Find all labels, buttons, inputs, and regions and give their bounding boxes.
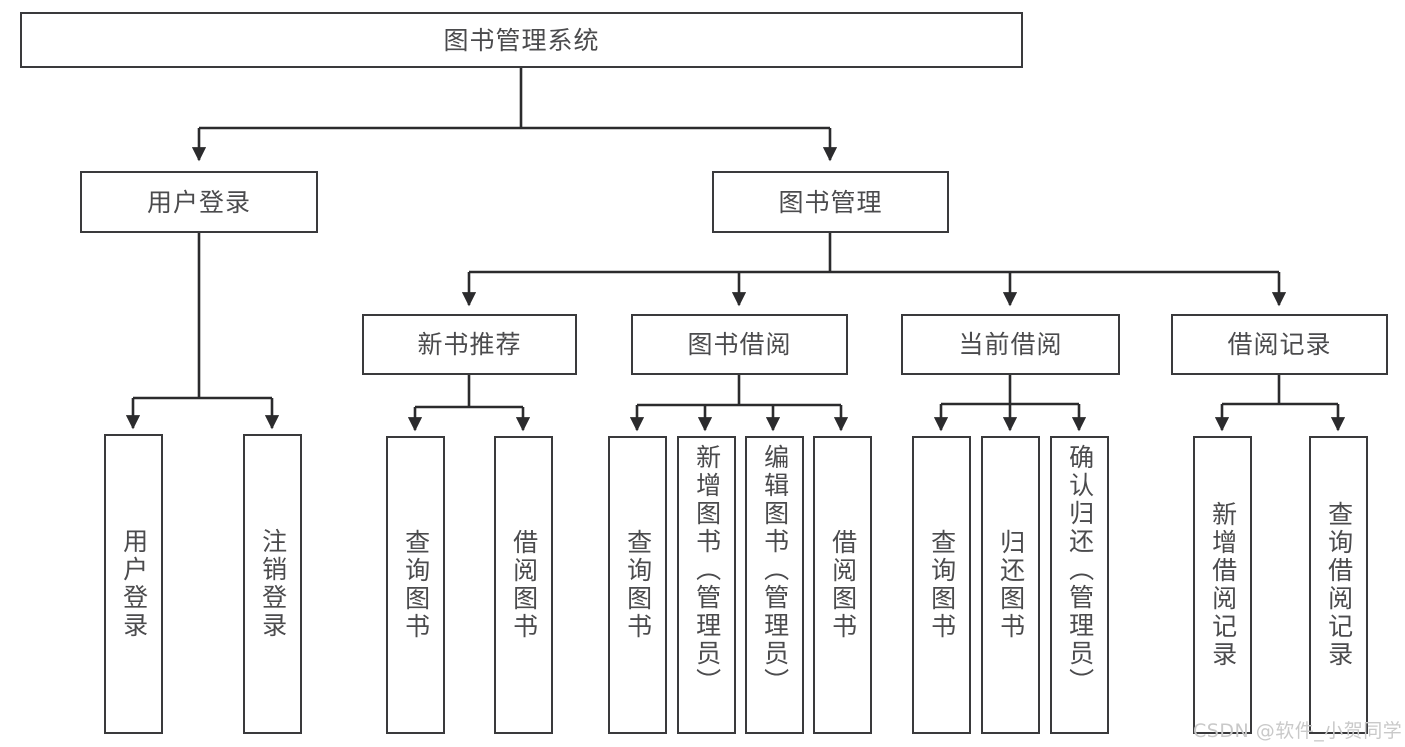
- node-label: 图书管理系统: [443, 25, 600, 55]
- node-borrow-record[interactable]: 借阅记录: [1171, 314, 1388, 375]
- node-user-login[interactable]: 用户登录: [80, 171, 318, 233]
- node-label: 归还图书: [996, 529, 1026, 641]
- leaf-query-book-borrow[interactable]: 查询图书: [608, 436, 667, 734]
- node-label: 借阅记录: [1227, 330, 1332, 359]
- node-book-management[interactable]: 图书管理: [712, 171, 949, 233]
- node-label: 注销登录: [258, 528, 288, 640]
- leaf-return-book[interactable]: 归还图书: [981, 436, 1040, 734]
- node-label: 新书推荐: [417, 330, 522, 359]
- node-book-borrow[interactable]: 图书借阅: [631, 314, 848, 375]
- leaf-confirm-return-admin[interactable]: 确认归还（管理员）: [1050, 436, 1109, 734]
- node-label: 图书管理: [778, 187, 883, 217]
- leaf-borrow-book-new[interactable]: 借阅图书: [494, 436, 553, 734]
- node-label: 新增借阅记录: [1208, 501, 1238, 669]
- leaf-edit-book-admin[interactable]: 编辑图书（管理员）: [745, 436, 804, 734]
- leaf-add-borrow-record[interactable]: 新增借阅记录: [1193, 436, 1252, 734]
- node-root-book-management-system[interactable]: 图书管理系统: [20, 12, 1023, 68]
- node-current-borrow[interactable]: 当前借阅: [901, 314, 1120, 375]
- node-label: 用户登录: [119, 528, 149, 640]
- node-label: 查询图书: [623, 529, 653, 641]
- leaf-query-borrow-record[interactable]: 查询借阅记录: [1309, 436, 1368, 734]
- leaf-query-book-current[interactable]: 查询图书: [912, 436, 971, 734]
- node-label: 借阅图书: [509, 529, 539, 641]
- node-label: 新增图书（管理员）: [692, 444, 722, 696]
- node-label: 查询图书: [927, 529, 957, 641]
- node-label: 确认归还（管理员）: [1065, 444, 1095, 696]
- csdn-watermark: CSDN @软件_小贺同学: [1193, 720, 1403, 742]
- node-new-book-recommend[interactable]: 新书推荐: [362, 314, 577, 375]
- node-label: 图书借阅: [687, 330, 792, 359]
- leaf-logout-login[interactable]: 注销登录: [243, 434, 302, 734]
- node-label: 查询借阅记录: [1324, 501, 1354, 669]
- leaf-query-book-new[interactable]: 查询图书: [386, 436, 445, 734]
- leaf-user-login[interactable]: 用户登录: [104, 434, 163, 734]
- node-label: 当前借阅: [958, 330, 1063, 359]
- leaf-borrow-book-borrow[interactable]: 借阅图书: [813, 436, 872, 734]
- node-label: 编辑图书（管理员）: [760, 444, 790, 696]
- leaf-add-book-admin[interactable]: 新增图书（管理员）: [677, 436, 736, 734]
- node-label: 用户登录: [146, 187, 251, 217]
- node-label: 借阅图书: [828, 529, 858, 641]
- node-label: 查询图书: [401, 529, 431, 641]
